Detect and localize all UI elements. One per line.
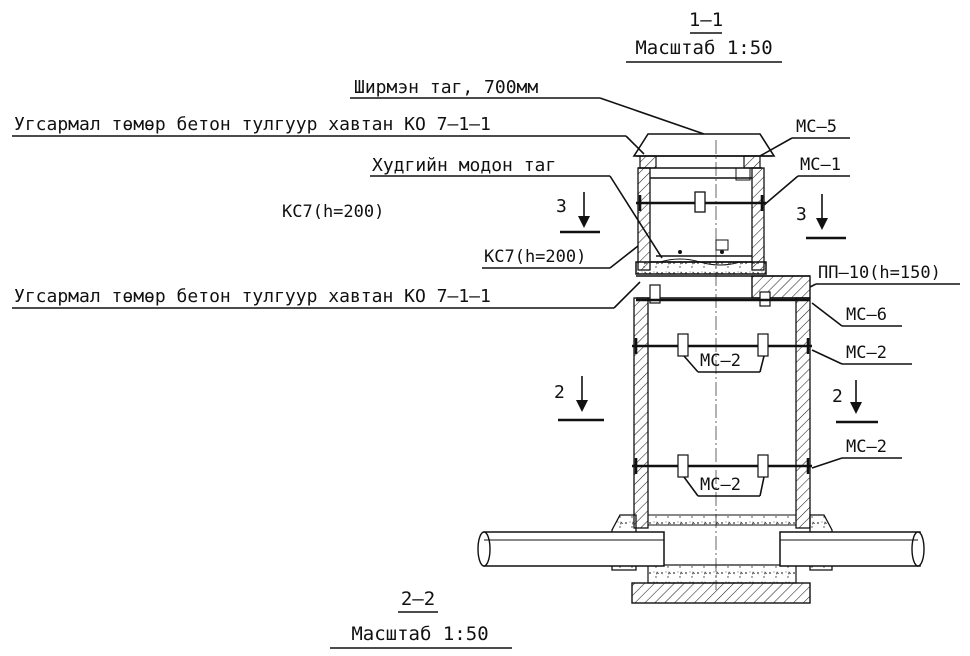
section-number-2-2: 2–2 [401, 588, 435, 610]
svg-text:2: 2 [832, 386, 843, 407]
tie-clamp [677, 454, 689, 478]
svg-text:3: 3 [796, 204, 807, 225]
label-mc5: МС–5 [796, 117, 837, 137]
label-mc6: МС–6 [846, 305, 887, 325]
tie-clamp [694, 191, 706, 213]
cut-marker-3-right: 3 [796, 194, 846, 240]
lower-ring-wall-left [633, 297, 649, 529]
tie-clamp [757, 454, 769, 478]
cap-support-left [639, 155, 657, 169]
lower-ring-wall-right [795, 297, 811, 529]
label-support-slab-top: Угсармал төмөр бетон тулгуур хавтан КО 7… [14, 114, 491, 135]
label-support-slab-mid: Угсармал төмөр бетон тулгуур хавтан КО 7… [14, 286, 491, 307]
cap-support-right [743, 155, 761, 169]
cut-marker-3-left: 3 [556, 192, 600, 234]
section-title-2-2: 2–2 Масштаб 1:50 [330, 588, 512, 649]
label-mc2-right-lower: МС–2 [846, 437, 887, 457]
well-structure [477, 133, 925, 604]
tie-clamp [757, 333, 769, 357]
label-mc1: МС–1 [800, 155, 841, 175]
support-slab-ko7-mid [635, 261, 767, 275]
label-kc7-mid: КС7(h=200) [484, 247, 586, 267]
label-kc7-left: КС7(h=200) [282, 202, 384, 222]
label-mc2-right-upper: МС–2 [846, 343, 887, 363]
upper-ring-wall-right [751, 167, 765, 271]
upper-ring-wall-left [637, 167, 651, 271]
foundation-slab [631, 582, 811, 604]
section-scale-1-1: Масштаб 1:50 [635, 37, 772, 59]
section-number-1-1: 1–1 [689, 9, 723, 31]
section-title-1-1: 1–1 Масштаб 1:50 [626, 9, 782, 63]
label-screen-base: Ширмэн таг, 700мм [354, 77, 538, 98]
label-mc2-inner-upper: МС–2 [700, 351, 741, 371]
cut-marker-2-right: 2 [832, 380, 878, 424]
sump-bottom [647, 564, 797, 584]
section-scale-2-2: Масштаб 1:50 [351, 623, 488, 645]
screen-cap [632, 133, 776, 157]
svg-text:3: 3 [556, 196, 567, 217]
svg-text:2: 2 [554, 382, 565, 403]
label-mc2-inner-lower: МС–2 [700, 475, 741, 495]
outlet-pipe [779, 531, 925, 567]
leader-lines [12, 97, 960, 497]
tie-clamp [677, 333, 689, 357]
label-wood-cover: Худгийн модон таг [372, 155, 556, 176]
cut-marker-2-left: 2 [554, 376, 604, 422]
inlet-pipe [477, 531, 665, 567]
label-pp10: ПП–10(h=150) [818, 263, 941, 283]
